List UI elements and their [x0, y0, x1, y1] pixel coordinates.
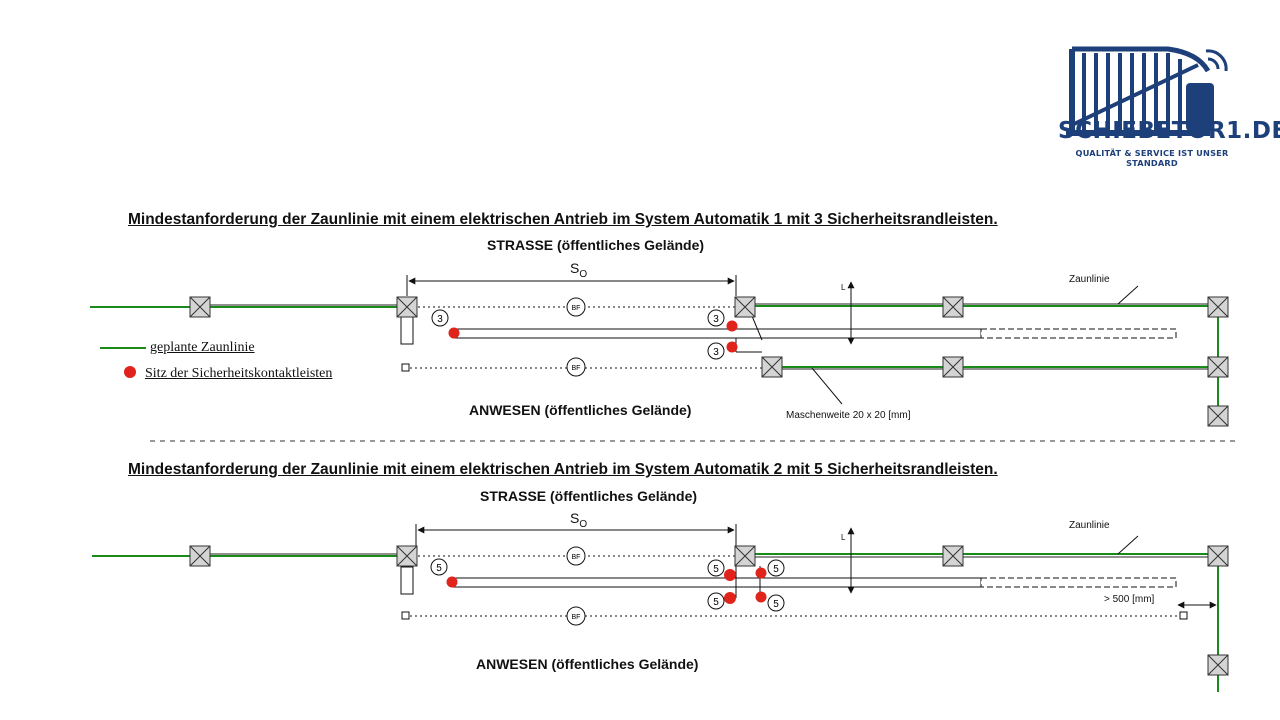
post-8	[1207, 356, 1229, 378]
diagram2-dimension-subscript: O	[579, 518, 588, 530]
diagram1-photocell-top-icon	[566, 297, 586, 317]
diagram2-bf-bottom: BF	[572, 614, 581, 621]
diagram2-edge-num-5: 5	[773, 599, 779, 610]
diagram1-photocell-bottom-icon	[566, 357, 586, 377]
post-9	[1207, 405, 1229, 427]
diagram2-heading: Mindestanforderung der Zaunlinie mit ein…	[128, 461, 998, 478]
diagram1-bollard	[400, 316, 414, 345]
diagram1-dimension-subscript: O	[579, 268, 588, 280]
diagram1-dimension-letter: S	[570, 260, 580, 276]
diagram2-posts	[189, 545, 1229, 676]
diagram1-top-area: STRASSE (öffentliches Gelände)	[487, 237, 705, 253]
diagram1-mesh-label: Maschenweite 20 x 20 [mm]	[786, 410, 911, 421]
diagram2-gate-leaf	[451, 577, 982, 588]
diagram2-gap-label: L	[841, 533, 846, 542]
post-5	[1207, 545, 1229, 567]
diagram2-fence-leader	[1117, 535, 1139, 555]
diagram1-gate-leaf	[452, 328, 982, 339]
post-1	[189, 545, 211, 567]
diagram2-dimension-letter: S	[570, 510, 580, 526]
diagram2-safety-edge-1	[446, 576, 458, 588]
post-6	[761, 356, 783, 378]
diagram2-edge-num-2: 5	[713, 564, 719, 575]
diagram2-distance-label: > 500 [mm]	[1104, 594, 1155, 605]
diagram2-photocell-end-right	[1179, 611, 1188, 620]
diagram1-edge-num-1: 3	[437, 314, 443, 325]
diagram2-top-area: STRASSE (öffentliches Gelände)	[480, 488, 698, 504]
brand-name: SCHIEBETOR1.DE	[1058, 118, 1280, 144]
post-2	[396, 545, 418, 567]
diagram2-photocell-bottom-icon	[566, 606, 586, 626]
post-6	[1207, 654, 1229, 676]
diagram2-gate-leaf-open	[980, 577, 1177, 588]
legend-planned-fence: geplante Zaunlinie	[150, 340, 255, 355]
diagram2-edge-num-4: 5	[773, 564, 779, 575]
diagram2-photocell-top-icon	[566, 546, 586, 566]
diagram2-safety-edge-2	[724, 569, 736, 581]
diagram1-mesh-leader	[811, 367, 843, 405]
diagram1-gap-label: L	[841, 283, 846, 292]
diagram1-bf-bottom: BF	[572, 365, 581, 372]
diagram2-fence-label: Zaunlinie	[1069, 520, 1110, 531]
diagram2-safety-edge-3	[724, 592, 736, 604]
diagram1-bf-top: BF	[572, 305, 581, 312]
diagram1-safety-edge-1	[448, 327, 460, 339]
diagram1-fence-leader	[1117, 285, 1139, 305]
diagram1-photocell-end	[401, 363, 410, 372]
diagram2-bottom-area: ANWESEN (öffentliches Gelände)	[476, 656, 699, 672]
post-7	[942, 356, 964, 378]
diagram1-heading: Mindestanforderung der Zaunlinie mit ein…	[128, 211, 998, 228]
post-2	[396, 296, 418, 318]
diagram2-edge-num-3: 5	[713, 597, 719, 608]
post-1	[189, 296, 211, 318]
diagram2-edge-num-1: 5	[436, 563, 442, 574]
diagram2-safety-edge-5	[755, 591, 767, 603]
diagram1-edge-markers: 3 3 3	[431, 309, 725, 360]
diagram2-safety-edge-4	[755, 567, 767, 579]
logo-gate-icon	[1066, 46, 1228, 136]
diagram2-bollard	[400, 566, 414, 595]
legend-red-dot	[124, 366, 136, 378]
diagram1-edge-num-3: 3	[713, 347, 719, 358]
post-4	[942, 545, 964, 567]
diagram2-dimension-label: SO	[570, 510, 587, 530]
diagram1-bottom-area: ANWESEN (öffentliches Gelände)	[469, 402, 692, 418]
post-4	[942, 296, 964, 318]
post-3	[734, 545, 756, 567]
post-5	[1207, 296, 1229, 318]
diagram2-edge-markers: 5 5 5 5 5	[430, 558, 785, 612]
diagram1-posts	[189, 296, 1229, 427]
legend-safety-edge: Sitz der Sicherheitskontaktleisten	[145, 366, 333, 381]
diagram1-safety-edge-2	[726, 320, 738, 332]
diagram1-edge-num-2: 3	[713, 314, 719, 325]
diagram2-bf-top: BF	[572, 554, 581, 561]
diagram1-fence-label: Zaunlinie	[1069, 274, 1110, 285]
diagram2-photocell-end-left	[401, 611, 410, 620]
brand-slogan: QUALITÄT & SERVICE IST UNSER STANDARD	[1075, 148, 1229, 168]
post-3	[734, 296, 756, 318]
diagram1-dimension-label: SO	[570, 260, 587, 280]
diagram1-gate-leaf-open	[980, 328, 1177, 339]
diagram1-safety-edge-3	[726, 341, 738, 353]
diagram1-guide-2	[751, 315, 763, 341]
